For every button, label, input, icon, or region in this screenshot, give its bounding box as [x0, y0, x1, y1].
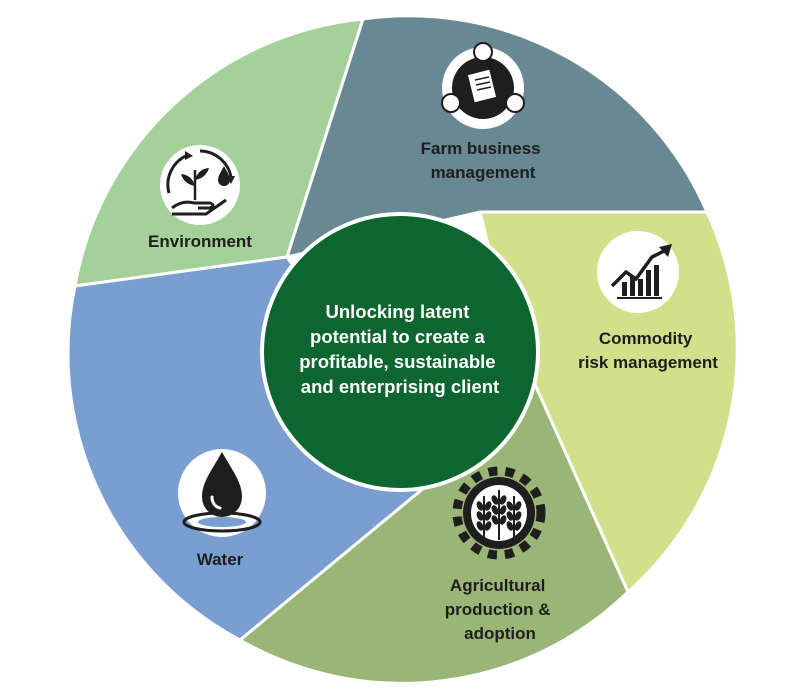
label-agricultural: Agricultural production & adoption	[445, 576, 556, 643]
label-commodity-line-2: risk management	[578, 353, 718, 372]
label-water-line-1: Water	[197, 550, 244, 569]
label-agri-line-2: production &	[445, 600, 551, 619]
water-drop-icon	[178, 449, 266, 537]
label-commodity-line-1: Commodity	[599, 329, 693, 348]
label-water: Water	[197, 550, 244, 569]
label-agri-line-1: Agricultural	[450, 576, 545, 595]
label-farm-line-1: Farm business	[421, 139, 541, 158]
label-farm-business: Farm business management	[421, 139, 546, 182]
segment-agricultural	[238, 320, 630, 685]
segment-commodity	[478, 210, 739, 594]
label-farm-line-2: management	[431, 163, 536, 182]
label-environment: Environment	[148, 232, 252, 251]
wheat-gear-icon	[452, 466, 546, 560]
label-environment-line-1: Environment	[148, 232, 252, 251]
label-commodity: Commodity risk management	[578, 329, 718, 372]
rising-bar-chart-icon	[597, 231, 679, 313]
label-agri-line-3: adoption	[464, 624, 536, 643]
segment-farm-business	[285, 14, 709, 259]
plant-in-hand-icon	[160, 145, 240, 225]
center-text: Unlocking latent potential to create a p…	[299, 301, 501, 397]
center-line-3: profitable, sustainable	[299, 351, 495, 372]
meeting-table-icon	[441, 42, 525, 129]
center-line-1: Unlocking latent	[325, 301, 469, 322]
center-line-2: potential to create a	[310, 326, 485, 347]
center-circle	[260, 212, 540, 492]
center-line-4: and enterprising client	[301, 376, 499, 397]
